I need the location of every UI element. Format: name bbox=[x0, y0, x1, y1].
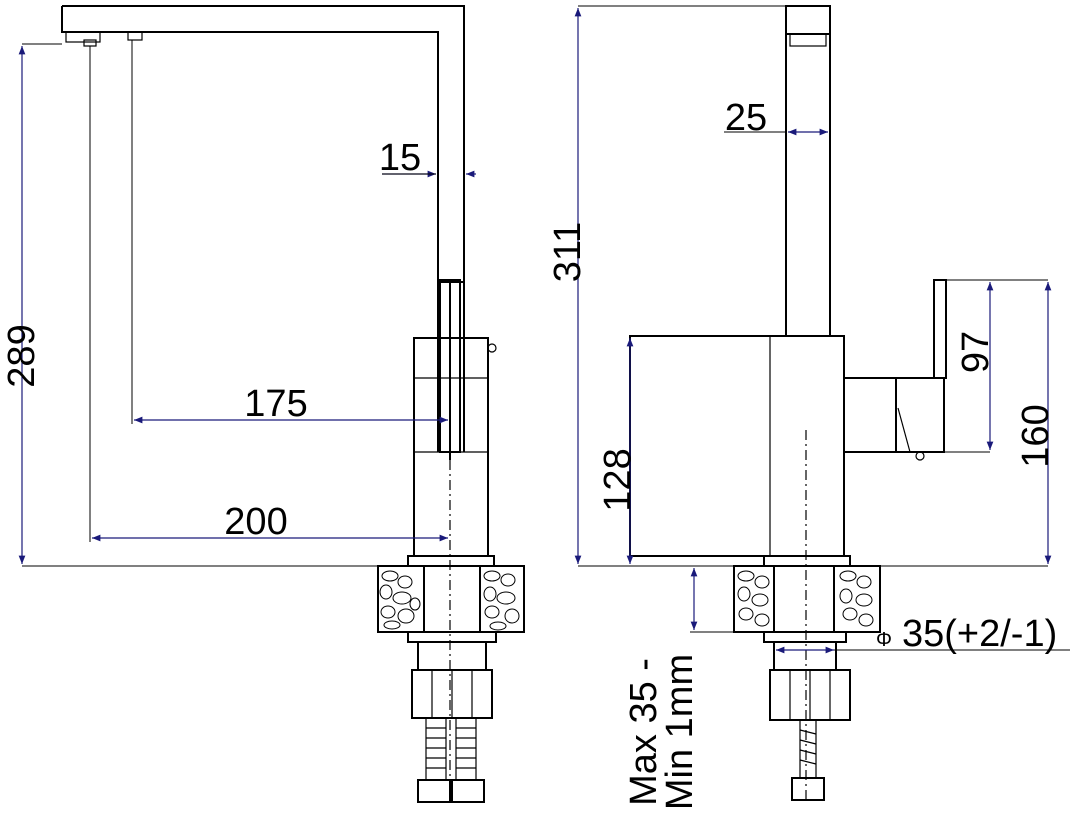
dim-35-label: 35(+2/-1) bbox=[902, 613, 1057, 655]
dim-289-label: 289 bbox=[1, 324, 43, 387]
faucet-side-view bbox=[61, 5, 525, 803]
dim-311-label: 311 bbox=[547, 222, 589, 283]
dim-128-label: 128 bbox=[597, 448, 639, 511]
dim-200-label: 200 bbox=[224, 501, 287, 543]
left-dimensions: 289 15 175 200 bbox=[1, 40, 476, 567]
dim-15-label: 15 bbox=[379, 137, 421, 179]
dim-160-label: 160 bbox=[1015, 404, 1057, 467]
dim-25-label: 25 bbox=[725, 97, 767, 139]
dim-175-label: 175 bbox=[244, 383, 307, 425]
right-dimensions: 311 25 128 97 160 Φ 35(+2/-1) Max 35 - M… bbox=[547, 5, 1070, 810]
faucet-front-view bbox=[629, 5, 947, 801]
dim-97-label: 97 bbox=[955, 331, 997, 373]
dim-phi-symbol: Φ bbox=[876, 629, 892, 651]
counter-thickness-line2: Min 1mm bbox=[659, 654, 701, 810]
counter-thickness-line1: Max 35 - bbox=[623, 658, 665, 806]
